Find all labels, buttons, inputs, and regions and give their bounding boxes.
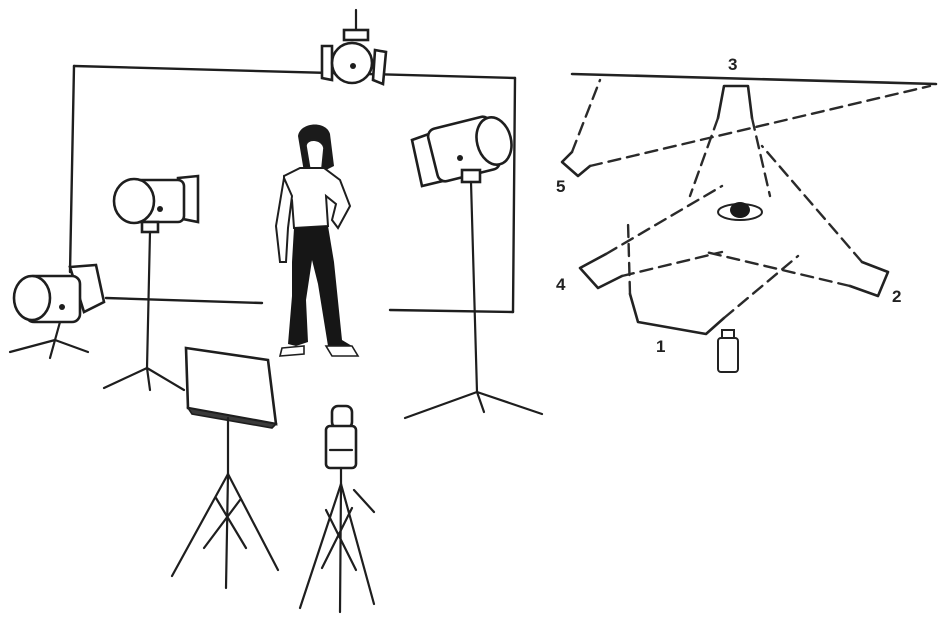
- plan-light-2-shape: [850, 262, 888, 296]
- plan-light-5-shape: [562, 152, 590, 176]
- lighting-plan-diagram: 3 5 4 2 1: [556, 55, 936, 372]
- camera-icon: [300, 406, 374, 612]
- top-light-icon: [322, 10, 386, 84]
- plan-light-3-shape: [718, 86, 752, 118]
- plan-label-1: 1: [656, 337, 665, 356]
- plan-subject-icon: [718, 202, 762, 220]
- plan-label-2: 2: [892, 287, 901, 306]
- plan-label-5: 5: [556, 177, 565, 196]
- key-light-right-icon: [405, 114, 542, 418]
- background-light-left-icon: [10, 265, 104, 358]
- plan-backdrop-line: [572, 74, 936, 84]
- plan-label-3: 3: [728, 55, 737, 74]
- plan-light-4-shape: [580, 254, 622, 288]
- studio-scene: [10, 10, 542, 612]
- model-figure: [276, 124, 358, 356]
- plan-light-1-shape: [630, 294, 724, 334]
- softbox-light-icon: [172, 348, 278, 588]
- plan-camera-icon: [718, 330, 738, 372]
- key-light-left-icon: [104, 176, 198, 390]
- plan-label-4: 4: [556, 275, 566, 294]
